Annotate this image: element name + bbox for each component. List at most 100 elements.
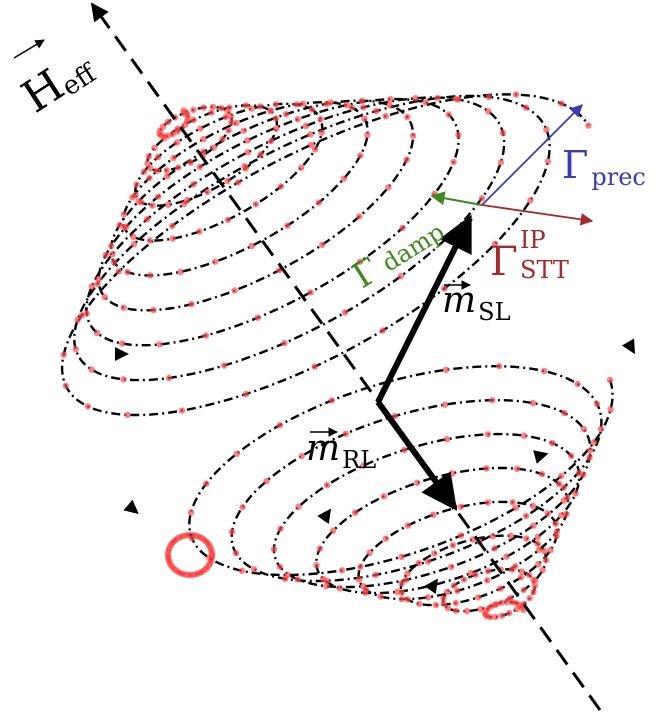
trajectory-dot <box>450 582 458 589</box>
trajectory-dot <box>360 104 367 111</box>
trajectory-dot <box>351 509 359 516</box>
trajectory-dot <box>431 550 438 557</box>
trajectory-dot <box>173 139 181 146</box>
trajectory-dot <box>164 173 171 180</box>
trajectory-dot <box>491 545 498 552</box>
trajectory-dot <box>153 167 161 174</box>
trajectory-dot <box>360 462 367 469</box>
trajectory-dot <box>180 110 187 117</box>
trajectory-dot <box>448 563 455 571</box>
trajectory-dot <box>356 258 364 265</box>
trajectory-dot <box>74 316 81 323</box>
trajectory-dot <box>380 493 388 500</box>
trajectory-dot <box>422 99 429 106</box>
trajectory-dot <box>224 216 232 223</box>
trajectory-dot <box>355 576 363 583</box>
trajectory-dot <box>298 164 305 171</box>
trajectory-dot <box>225 127 232 134</box>
trajectory-dot <box>155 193 162 200</box>
trajectory-dot <box>163 167 170 174</box>
trajectory-dot <box>188 534 196 542</box>
trajectory-dot <box>530 576 537 584</box>
trajectory-dot <box>552 520 559 527</box>
trajectory-dot <box>492 601 500 608</box>
trajectory-dot <box>267 107 274 114</box>
trajectory-dot <box>518 568 525 575</box>
trajectory-dot <box>538 470 546 478</box>
trajectory-dot <box>299 100 307 107</box>
trajectory-dot <box>485 108 492 115</box>
trajectory-dot <box>209 103 217 111</box>
trajectory-dot <box>544 510 551 517</box>
trajectory-dot <box>227 113 235 120</box>
trajectory-dot <box>250 566 258 573</box>
trajectory-dot <box>457 503 465 510</box>
trajectory-dot <box>530 588 537 596</box>
trajectory-dot <box>498 612 506 619</box>
trajectory-dot <box>242 390 250 398</box>
trajectory-dot <box>164 118 172 126</box>
trajectory-dot <box>357 152 364 159</box>
trajectory-dot <box>156 341 163 348</box>
trajectory-dot <box>88 283 96 290</box>
trajectory-dot <box>404 522 411 529</box>
svg-text:mRL: mRL <box>306 428 376 474</box>
trajectory-dot <box>463 607 471 615</box>
trajectory-dot <box>238 567 246 574</box>
trajectory-dot <box>488 603 495 610</box>
trajectory-dot <box>244 149 251 156</box>
trajectory-dot <box>228 528 236 535</box>
trajectory-dot <box>415 559 423 567</box>
trajectory-dot <box>586 454 593 461</box>
trajectory-dot <box>320 575 327 582</box>
trajectory-dot <box>336 585 344 592</box>
trajectory-dot <box>341 309 349 316</box>
trajectory-dot <box>272 115 280 122</box>
gamma-damp-arrow <box>430 191 483 206</box>
trajectory-dot <box>244 137 251 144</box>
trajectory-dot <box>196 163 203 171</box>
trajectory-dot <box>94 329 101 337</box>
trajectory-dot <box>512 91 520 98</box>
trajectory-dot <box>496 363 503 370</box>
m-sl-sub: SL <box>478 298 510 326</box>
trajectory-dot <box>587 447 594 454</box>
trajectory-dot <box>226 104 233 111</box>
trajectory-lower-spiral <box>188 365 614 619</box>
trajectory-dot <box>526 595 533 602</box>
trajectory-dot <box>357 563 364 570</box>
trajectory-dot <box>150 306 157 314</box>
trajectory-dot <box>169 222 176 229</box>
trajectory-dot <box>307 141 315 149</box>
trajectory-dot <box>110 258 118 266</box>
trajectory-dot <box>239 503 246 511</box>
trajectory-dot <box>307 131 314 138</box>
trajectory-dot <box>534 540 541 547</box>
trajectory-dot <box>218 104 225 112</box>
trajectory-dot <box>358 97 366 104</box>
trajectory-dot <box>507 532 515 540</box>
trajectory-dot <box>123 223 130 230</box>
trajectory-dot <box>109 251 116 258</box>
trajectory-dot <box>248 105 255 112</box>
trajectory-dot <box>232 549 240 557</box>
trajectory-dot <box>196 228 203 235</box>
trajectory-dot <box>593 400 601 407</box>
trajectory-dot <box>541 367 548 375</box>
gamma-stt-sub: STT <box>520 256 569 284</box>
trajectory-dot <box>318 129 325 136</box>
trajectory-dot <box>281 339 288 347</box>
trajectory-dot <box>361 115 368 122</box>
trajectory-dot <box>135 198 142 205</box>
trajectory-dot <box>404 570 411 577</box>
trajectory-dot <box>181 200 188 208</box>
trajectory-dot <box>382 113 389 120</box>
trajectory-dot <box>295 503 302 510</box>
trajectory-dot <box>484 431 492 438</box>
trajectory-dot <box>572 490 579 497</box>
trajectory-dot <box>409 132 417 139</box>
trajectory-dot <box>208 109 215 116</box>
trajectory-dot <box>149 202 156 209</box>
trajectory-dot <box>277 183 285 190</box>
